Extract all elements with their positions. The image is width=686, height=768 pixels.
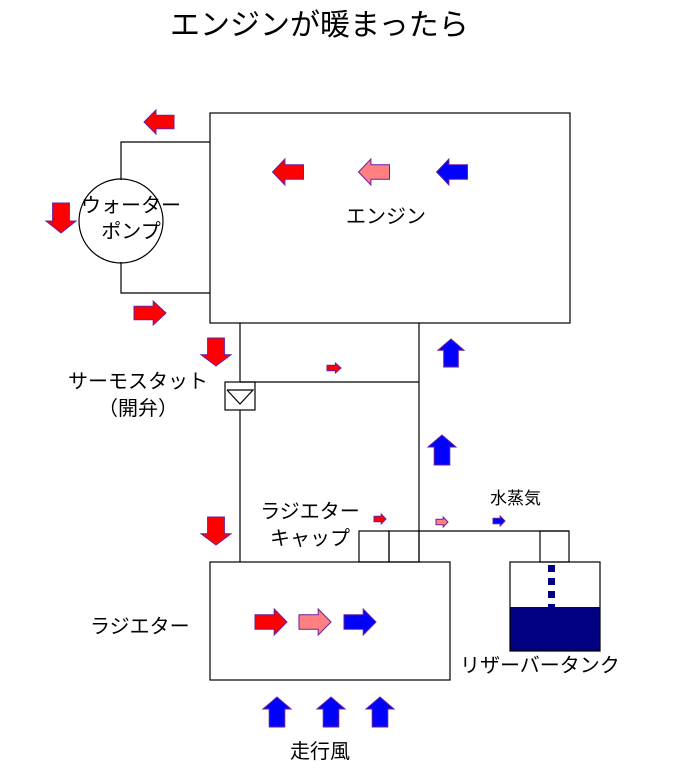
pump-upper-pipe	[120, 141, 210, 180]
engine-arrow-cold	[435, 157, 468, 187]
pump-to-engine-arrow	[133, 299, 167, 327]
thermostat-box	[224, 381, 256, 411]
thermostat-valve	[226, 389, 255, 405]
page-title: エンジンが暖まったら	[170, 8, 469, 43]
return-up-arrow-lower	[426, 434, 458, 466]
reservoir-coolant	[510, 607, 600, 651]
pump-down-arrow	[44, 202, 78, 234]
cap-small-arrow	[373, 512, 387, 526]
wind-arrow-1	[261, 696, 293, 728]
radiator-cap-label-line1: ラジエター	[260, 499, 360, 523]
wind-arrow-2	[315, 696, 347, 728]
wind-arrow-3	[364, 696, 396, 728]
bypass-small-arrow	[326, 361, 342, 375]
radiator-inlet-arrow	[199, 516, 233, 546]
radiator-cap-label: ラジエター キャップ	[252, 501, 368, 548]
reservoir-neck	[539, 530, 570, 563]
to-thermostat-arrow	[199, 337, 233, 367]
radiator-arrow-cold	[343, 607, 377, 637]
thermostat-label-line2: （開弁）	[98, 396, 178, 420]
reservoir-tank	[509, 561, 601, 652]
engine-arrow-warm	[357, 157, 390, 187]
pump-lower-pipe	[120, 262, 210, 294]
engine-label: エンジン	[346, 204, 426, 228]
thermostat-label: サーモスタット （開弁）	[58, 371, 218, 418]
water-pump-circle	[78, 178, 164, 264]
radiator-arrow-warm	[298, 607, 332, 637]
water-pump-label-line1: ウォーター	[81, 193, 181, 217]
pipes	[78, 112, 571, 681]
water-pump-label: ウォーター ポンプ	[70, 195, 192, 241]
running-wind-label: 走行風	[290, 739, 350, 763]
reservoir-drips	[548, 565, 555, 611]
radiator-arrow-hot	[254, 607, 288, 637]
radiator-box	[209, 561, 451, 681]
radiator-label: ラジエター	[90, 614, 190, 638]
reservoir-outline	[509, 561, 601, 652]
return-up-arrow-upper	[436, 338, 466, 368]
radiator-cap-label-line2: キャップ	[270, 526, 350, 550]
flow-arrows	[44, 108, 506, 728]
pump-outlet-arrow	[143, 108, 175, 136]
overflow-small-arrow	[435, 515, 449, 529]
steam-small-arrow	[492, 514, 506, 528]
engine-box	[209, 112, 571, 324]
radiator-cap-right	[388, 530, 420, 563]
water-pump-label-line2: ポンプ	[101, 219, 161, 243]
engine-arrow-hot	[271, 157, 304, 187]
reservoir-tank-label: リザーバータンク	[460, 653, 620, 677]
thermostat-label-line1: サーモスタット	[68, 369, 208, 393]
steam-label: 水蒸気	[490, 489, 541, 509]
